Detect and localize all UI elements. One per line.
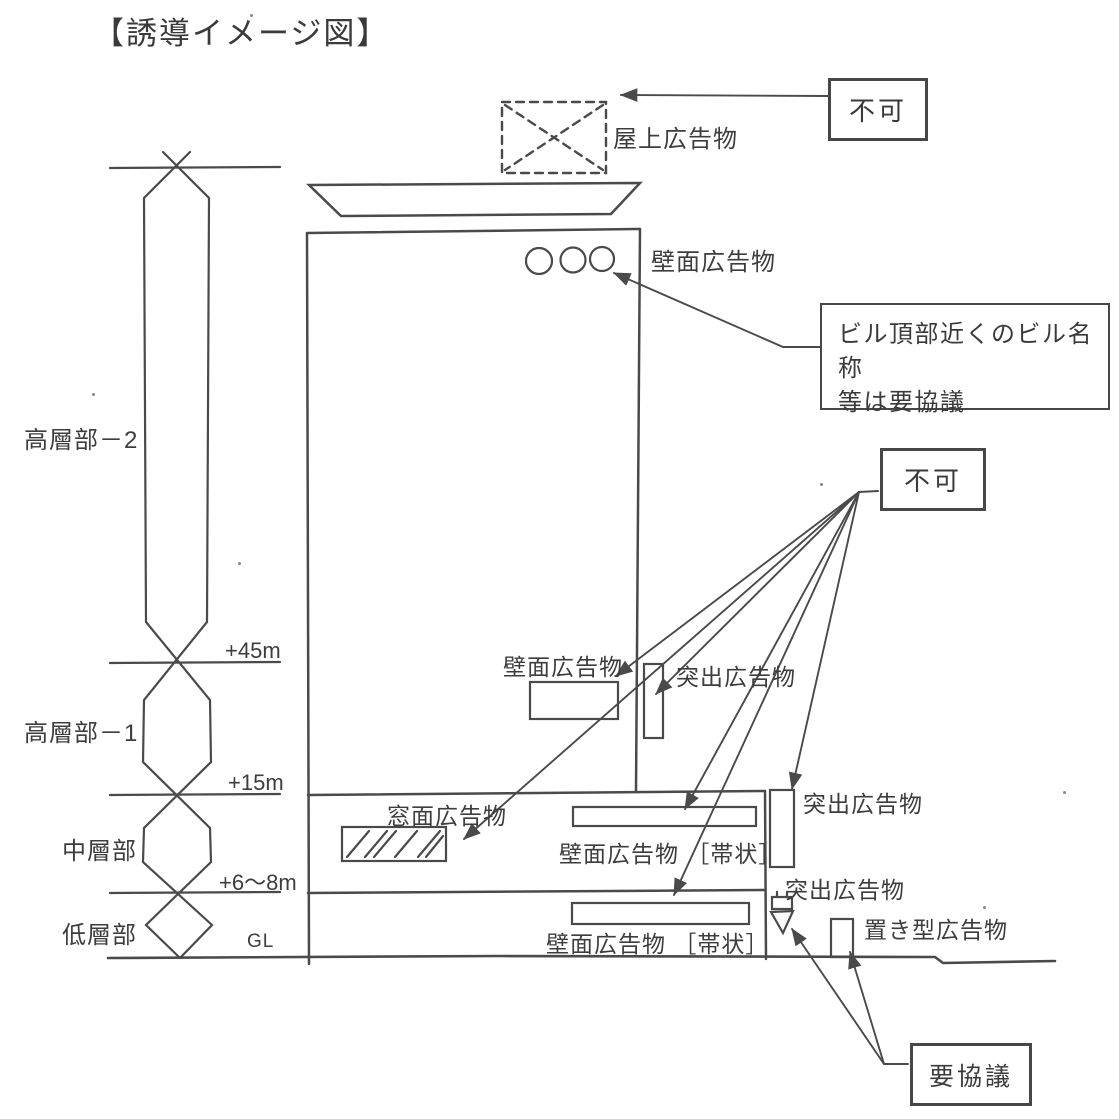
arrow-to-window-sign — [463, 491, 860, 840]
building-top-edge — [305, 227, 642, 235]
arrow-to-projecting-mid — [655, 491, 860, 695]
projecting-sign-mid-label: 突出広告物 — [676, 664, 796, 690]
consultation-required-box: 要協議 — [910, 1043, 1032, 1106]
window-sign-rect — [340, 825, 448, 863]
podium-top-line — [306, 789, 767, 797]
wall-circle-1 — [524, 246, 554, 276]
wall-circle-3 — [588, 245, 616, 273]
wall-sign-mid-rect — [528, 680, 620, 721]
scan-speck — [1063, 791, 1066, 794]
projecting-sign-ground-label: 突出広告物 — [785, 877, 905, 903]
arrow-to-wall-mid — [615, 491, 860, 677]
window-sign-label: 窓面広告物 — [387, 803, 507, 829]
level-label-6-8m: +6～8m — [219, 870, 297, 895]
hatch-2 — [363, 829, 389, 859]
arrow-to-standing-sign — [848, 950, 885, 1065]
arrow-note-to-circles — [612, 272, 821, 348]
podium-right-edge — [763, 789, 768, 961]
consultation-required-label: 要協議 — [928, 1062, 1013, 1091]
projecting-sign-mid-rect — [642, 662, 665, 740]
zone-label-highrise-1: 高層部－1 — [24, 720, 139, 747]
wall-circle-2 — [559, 246, 587, 274]
wall-sign-top-label: 壁面広告物 — [651, 249, 776, 276]
arrow-to-ground-projecting — [791, 928, 885, 1065]
wall-band-mid-rect — [571, 805, 758, 828]
scan-speck — [983, 906, 986, 909]
consultation-note-line1: ビル頂部近くのビル名称 — [838, 321, 1093, 382]
ground-projecting-head — [770, 895, 794, 911]
tick-6-8m — [108, 890, 282, 895]
fan-stub — [858, 490, 879, 493]
page-title: 【誘導イメージ図】 — [93, 16, 390, 51]
tick-top — [108, 165, 282, 170]
window-sign-shape — [340, 825, 448, 863]
arrow-to-band-low — [673, 491, 860, 897]
not-allowed-roof-label: 不可 — [848, 96, 907, 126]
rooftop-cross-2 — [503, 103, 605, 172]
consultation-note-box: ビル頂部近くのビル名称 等は要協議 — [820, 303, 1110, 416]
scan-speck — [820, 483, 823, 486]
standing-sign-label: 置き型広告物 — [864, 917, 1008, 943]
podium-mid-line — [306, 888, 767, 895]
zone-chain-weave-left — [141, 150, 214, 960]
zone-chain-weave-right — [141, 150, 213, 960]
hatch-3 — [372, 829, 398, 859]
wall-sign-circles — [524, 245, 616, 276]
zone-dimension-chain — [108, 150, 282, 960]
rooftop-sign-box — [500, 100, 608, 175]
wall-band-mid-label: 壁面広告物 ［帯状］ — [559, 841, 783, 867]
arrows — [463, 88, 909, 1065]
projecting-sign-ground-shape — [769, 890, 795, 936]
hatch-4 — [393, 829, 419, 859]
arrow-to-band-mid — [684, 491, 860, 810]
ground-projecting-vane — [769, 909, 795, 936]
projecting-sign-podium-rect — [768, 788, 796, 869]
scan-speck — [238, 562, 241, 565]
wall-sign-mid-label: 壁面広告物 — [503, 654, 623, 680]
hatch-1 — [345, 829, 371, 859]
tick-45m — [108, 660, 282, 665]
wall-band-low-label: 壁面広告物 ［帯状］ — [546, 931, 770, 957]
rooftop-sign-shape — [500, 100, 608, 175]
zone-label-lowrise: 低層部 — [62, 922, 137, 949]
not-allowed-mid-label: 不可 — [903, 466, 962, 496]
hatch-5 — [416, 829, 442, 859]
level-label-45m: +45m — [225, 638, 281, 663]
hatch-6 — [424, 834, 445, 859]
not-allowed-roof-box: 不可 — [828, 78, 928, 141]
building-outline — [305, 181, 768, 966]
standing-sign-rect — [829, 917, 855, 959]
zone-label-highrise-2: 高層部－2 — [24, 427, 139, 454]
consultation-note-line2: 等は要協議 — [838, 389, 966, 416]
projecting-sign-podium-label: 突出広告物 — [803, 791, 923, 817]
scan-speck — [250, 14, 253, 17]
wall-band-low-rect — [570, 901, 751, 926]
scan-speck — [92, 393, 95, 396]
ground-line — [106, 954, 1057, 965]
level-label-15m: +15m — [228, 770, 284, 795]
building-left-edge — [305, 231, 311, 966]
roof-cornice — [305, 181, 643, 218]
zone-label-midrise: 中層部 — [62, 838, 137, 865]
not-allowed-mid-box: 不可 — [880, 448, 986, 511]
arrow-to-projecting-podium — [788, 491, 860, 791]
tower-right-edge — [634, 227, 642, 793]
tick-15m — [108, 792, 282, 797]
arrow-roof-not-allowed — [619, 88, 829, 102]
level-label-gl: GL — [247, 931, 275, 952]
rooftop-sign-label: 屋上広告物 — [613, 126, 738, 153]
